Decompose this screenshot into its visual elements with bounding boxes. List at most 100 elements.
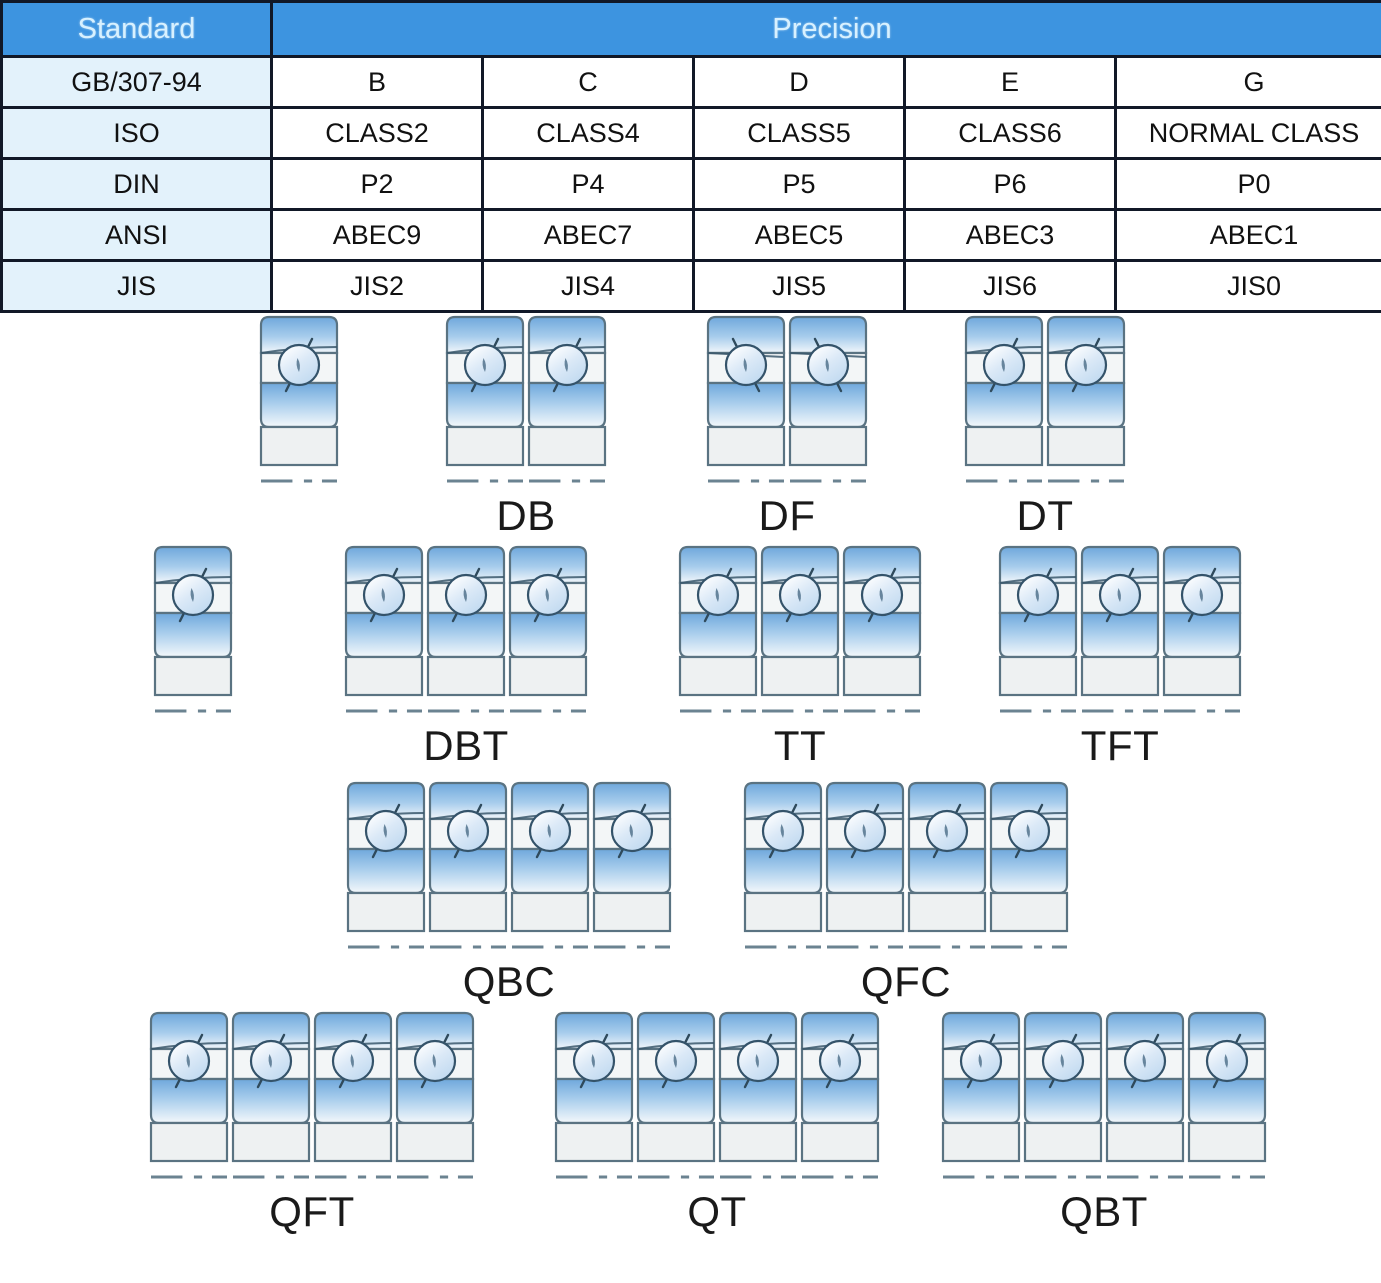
bearing-group-label-DBT: DBT bbox=[423, 725, 509, 767]
bearing-unit bbox=[1161, 543, 1243, 703]
bearing-unit bbox=[1045, 313, 1127, 473]
cell-ansi-c: ABEC7 bbox=[483, 210, 694, 261]
bearing-unit bbox=[444, 313, 526, 473]
centerline bbox=[444, 477, 608, 486]
bearing-unit-svg bbox=[526, 313, 608, 473]
cell-din-c: P4 bbox=[483, 159, 694, 210]
bearing-units bbox=[343, 543, 589, 703]
bearing-units bbox=[444, 313, 608, 473]
cell-din-g: P0 bbox=[1116, 159, 1381, 210]
cell-jis-b: JIS2 bbox=[272, 261, 483, 312]
centerline-wrap bbox=[343, 703, 589, 721]
table-row: ANSI ABEC9 ABEC7 ABEC5 ABEC3 ABEC1 bbox=[2, 210, 1381, 261]
centerline-wrap bbox=[553, 1169, 881, 1187]
bearing-unit-svg bbox=[425, 543, 507, 703]
bearing-unit-svg bbox=[345, 779, 427, 939]
header-precision: Precision bbox=[272, 2, 1381, 57]
bearing-unit bbox=[394, 1009, 476, 1169]
bearing-unit-svg bbox=[312, 1009, 394, 1169]
bearing-group-df: DF bbox=[705, 313, 869, 537]
bearing-unit-svg bbox=[343, 543, 425, 703]
centerline bbox=[152, 707, 234, 716]
bearing-unit bbox=[427, 779, 509, 939]
bearing-unit-svg bbox=[677, 543, 759, 703]
bearing-unit bbox=[940, 1009, 1022, 1169]
centerline bbox=[677, 707, 923, 716]
bearing-unit-svg bbox=[1079, 543, 1161, 703]
cell-din-d: P5 bbox=[694, 159, 905, 210]
bearing-unit-svg bbox=[906, 779, 988, 939]
bearing-unit-svg bbox=[824, 779, 906, 939]
bearing-unit bbox=[799, 1009, 881, 1169]
bearing-unit bbox=[230, 1009, 312, 1169]
table-row: JIS JIS2 JIS4 JIS5 JIS6 JIS0 bbox=[2, 261, 1381, 312]
bearing-unit bbox=[312, 1009, 394, 1169]
table-body: Standard Precision GB/307-94 B C D E G I… bbox=[2, 2, 1381, 312]
bearing-unit-svg bbox=[427, 779, 509, 939]
bearing-group-tt: TT bbox=[677, 543, 923, 767]
bearing-unit-svg bbox=[1045, 313, 1127, 473]
cell-ansi-d: ABEC5 bbox=[694, 210, 905, 261]
bearing-unit-svg bbox=[635, 1009, 717, 1169]
bearing-unit-svg bbox=[988, 779, 1070, 939]
cell-iso-d: CLASS5 bbox=[694, 108, 905, 159]
cell-jis-e: JIS6 bbox=[905, 261, 1116, 312]
bearing-unit bbox=[677, 543, 759, 703]
cell-din-e: P6 bbox=[905, 159, 1116, 210]
bearing-units bbox=[997, 543, 1243, 703]
bearing-unit-svg bbox=[759, 543, 841, 703]
cell-gb-c: C bbox=[483, 57, 694, 108]
bearing-unit bbox=[635, 1009, 717, 1169]
bearing-group-label-DF: DF bbox=[759, 495, 816, 537]
centerline bbox=[963, 477, 1127, 486]
bearing-units bbox=[677, 543, 923, 703]
cell-din-b: P2 bbox=[272, 159, 483, 210]
bearing-unit-svg bbox=[940, 1009, 1022, 1169]
centerline-wrap bbox=[940, 1169, 1268, 1187]
bearing-unit bbox=[526, 313, 608, 473]
centerline bbox=[148, 1173, 476, 1182]
cell-jis-g: JIS0 bbox=[1116, 261, 1381, 312]
bearing-unit bbox=[152, 543, 234, 703]
cell-gb-b: B bbox=[272, 57, 483, 108]
bearing-group-label-QFT: QFT bbox=[269, 1191, 354, 1233]
bearing-unit-svg bbox=[394, 1009, 476, 1169]
cell-iso-b: CLASS2 bbox=[272, 108, 483, 159]
centerline bbox=[258, 477, 340, 486]
bearing-unit-svg bbox=[507, 543, 589, 703]
cell-jis-c: JIS4 bbox=[483, 261, 694, 312]
cell-ansi-g: ABEC1 bbox=[1116, 210, 1381, 261]
bearing-unit-svg bbox=[591, 779, 673, 939]
bearing-unit-svg bbox=[742, 779, 824, 939]
bearing-group-label-DT: DT bbox=[1017, 495, 1074, 537]
cell-iso-g: NORMAL CLASS bbox=[1116, 108, 1381, 159]
bearing-group-qft: QFT bbox=[148, 1009, 476, 1233]
centerline-wrap bbox=[444, 473, 608, 491]
bearing-unit-svg bbox=[258, 313, 340, 473]
bearing-group-label-QBC: QBC bbox=[463, 961, 556, 1003]
bearing-group-single-2: . bbox=[152, 543, 234, 767]
bearing-group-dt: DT bbox=[963, 313, 1127, 537]
centerline bbox=[553, 1173, 881, 1182]
cell-iso-e: CLASS6 bbox=[905, 108, 1116, 159]
bearing-units bbox=[940, 1009, 1268, 1169]
row-label-jis: JIS bbox=[2, 261, 272, 312]
cell-gb-e: E bbox=[905, 57, 1116, 108]
bearing-units bbox=[148, 1009, 476, 1169]
bearing-unit-svg bbox=[705, 313, 787, 473]
centerline bbox=[742, 943, 1070, 952]
centerline-wrap bbox=[152, 703, 234, 721]
bearing-unit bbox=[1022, 1009, 1104, 1169]
bearing-unit bbox=[997, 543, 1079, 703]
bearing-unit bbox=[759, 543, 841, 703]
bearing-unit-svg bbox=[963, 313, 1045, 473]
bearing-group-qfc: QFC bbox=[742, 779, 1070, 1003]
header-standard: Standard bbox=[2, 2, 272, 57]
bearing-unit bbox=[906, 779, 988, 939]
bearing-unit bbox=[509, 779, 591, 939]
bearing-group-dbt: DBT bbox=[343, 543, 589, 767]
bearing-group-label-QFC: QFC bbox=[861, 961, 951, 1003]
bearing-group-db: DB bbox=[444, 313, 608, 537]
bearing-unit-svg bbox=[997, 543, 1079, 703]
bearing-unit bbox=[345, 779, 427, 939]
